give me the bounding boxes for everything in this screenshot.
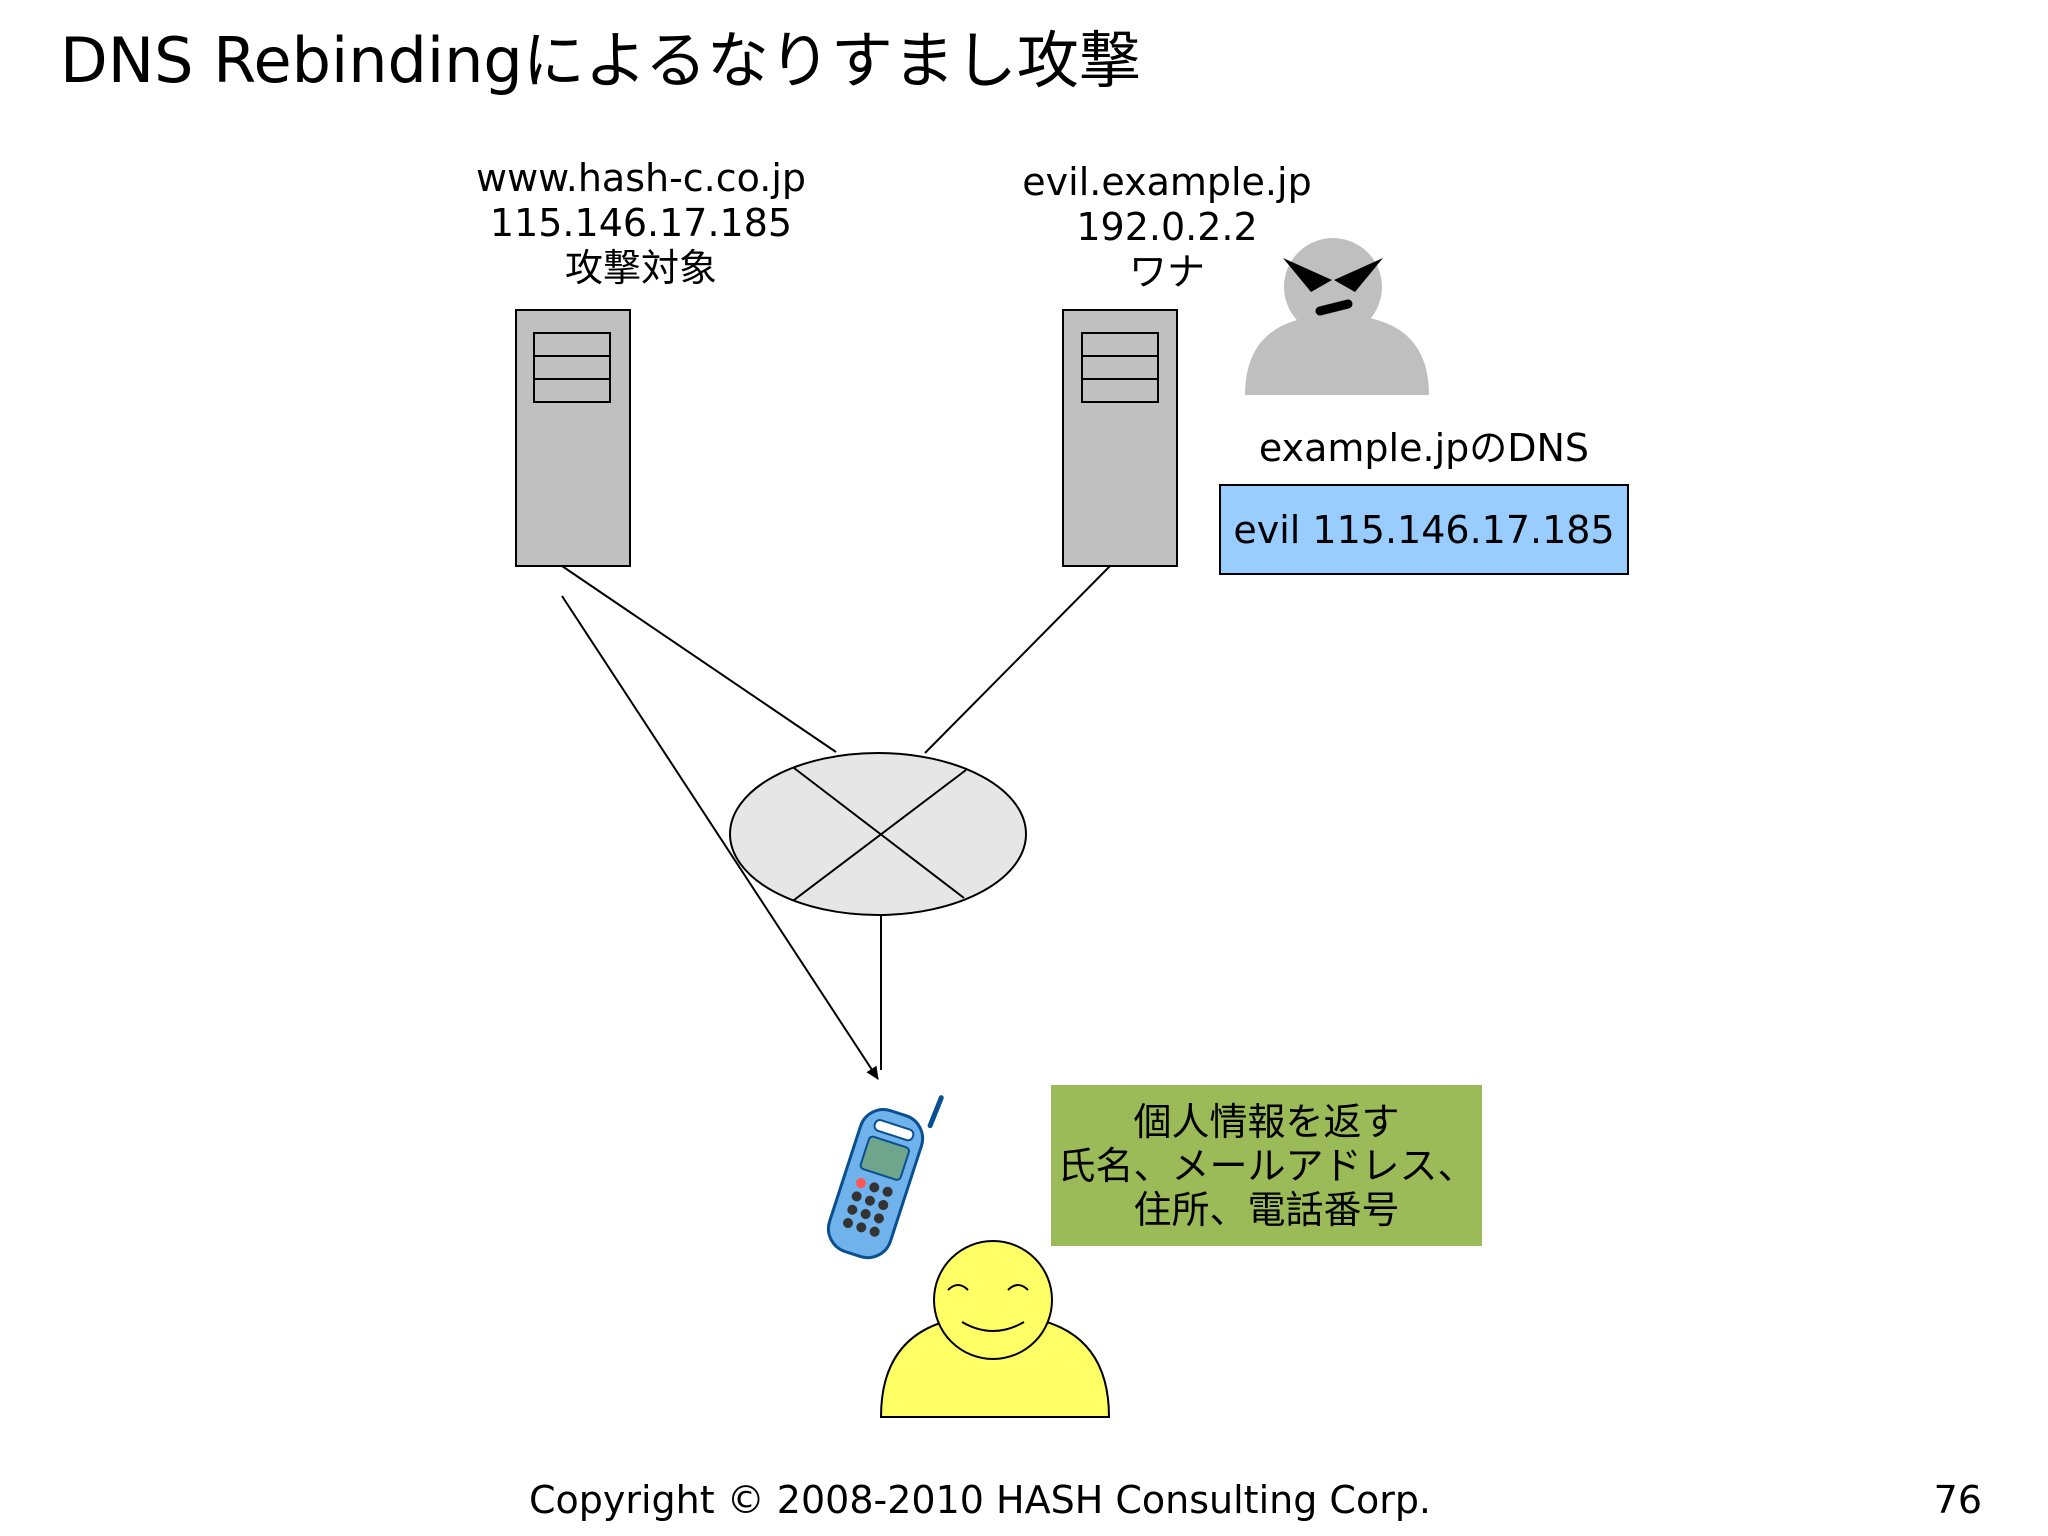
target-server-hostname: www.hash-c.co.jp xyxy=(476,156,806,200)
router-icon xyxy=(729,752,1027,916)
target-server-ip: 115.146.17.185 xyxy=(489,201,793,245)
link-trap-to-router xyxy=(924,565,1111,754)
info-line: 住所、電話番号 xyxy=(1133,1187,1400,1232)
info-box: 個人情報を返す 氏名、メールアドレス、 住所、電話番号 xyxy=(1051,1085,1482,1246)
info-line: 氏名、メールアドレス、 xyxy=(1057,1143,1476,1188)
slide-title: DNS Rebindingによるなりすまし攻撃 xyxy=(60,24,1141,97)
dns-record-box: evil 115.146.17.185 xyxy=(1219,484,1629,575)
trap-server-hostname: evil.example.jp xyxy=(1022,160,1312,204)
trap-server-icon xyxy=(1062,309,1178,567)
mobile-phone-icon xyxy=(826,1095,944,1260)
trap-server-label: evil.example.jp 192.0.2.2 ワナ xyxy=(1022,160,1311,295)
trap-server-ip: 192.0.2.2 xyxy=(1076,205,1258,249)
attacker-person-icon xyxy=(1245,238,1429,395)
target-server-role: 攻撃対象 xyxy=(564,246,717,290)
target-server-icon xyxy=(515,309,631,567)
target-server-label: www.hash-c.co.jp 115.146.17.185 攻撃対象 xyxy=(476,156,806,291)
link-target-to-router xyxy=(561,565,837,753)
dns-record-entry: evil 115.146.17.185 xyxy=(1233,507,1615,552)
smiling-user-icon xyxy=(879,1240,1111,1418)
info-line: 個人情報を返す xyxy=(1133,1099,1400,1144)
footer-copyright: Copyright © 2008-2010 HASH Consulting Co… xyxy=(528,1478,1432,1522)
dns-caption: example.jpのDNS xyxy=(1258,426,1590,470)
page-number: 76 xyxy=(1933,1478,1982,1522)
arrow-target-to-phone xyxy=(561,595,879,1080)
trap-server-role: ワナ xyxy=(1128,250,1206,294)
